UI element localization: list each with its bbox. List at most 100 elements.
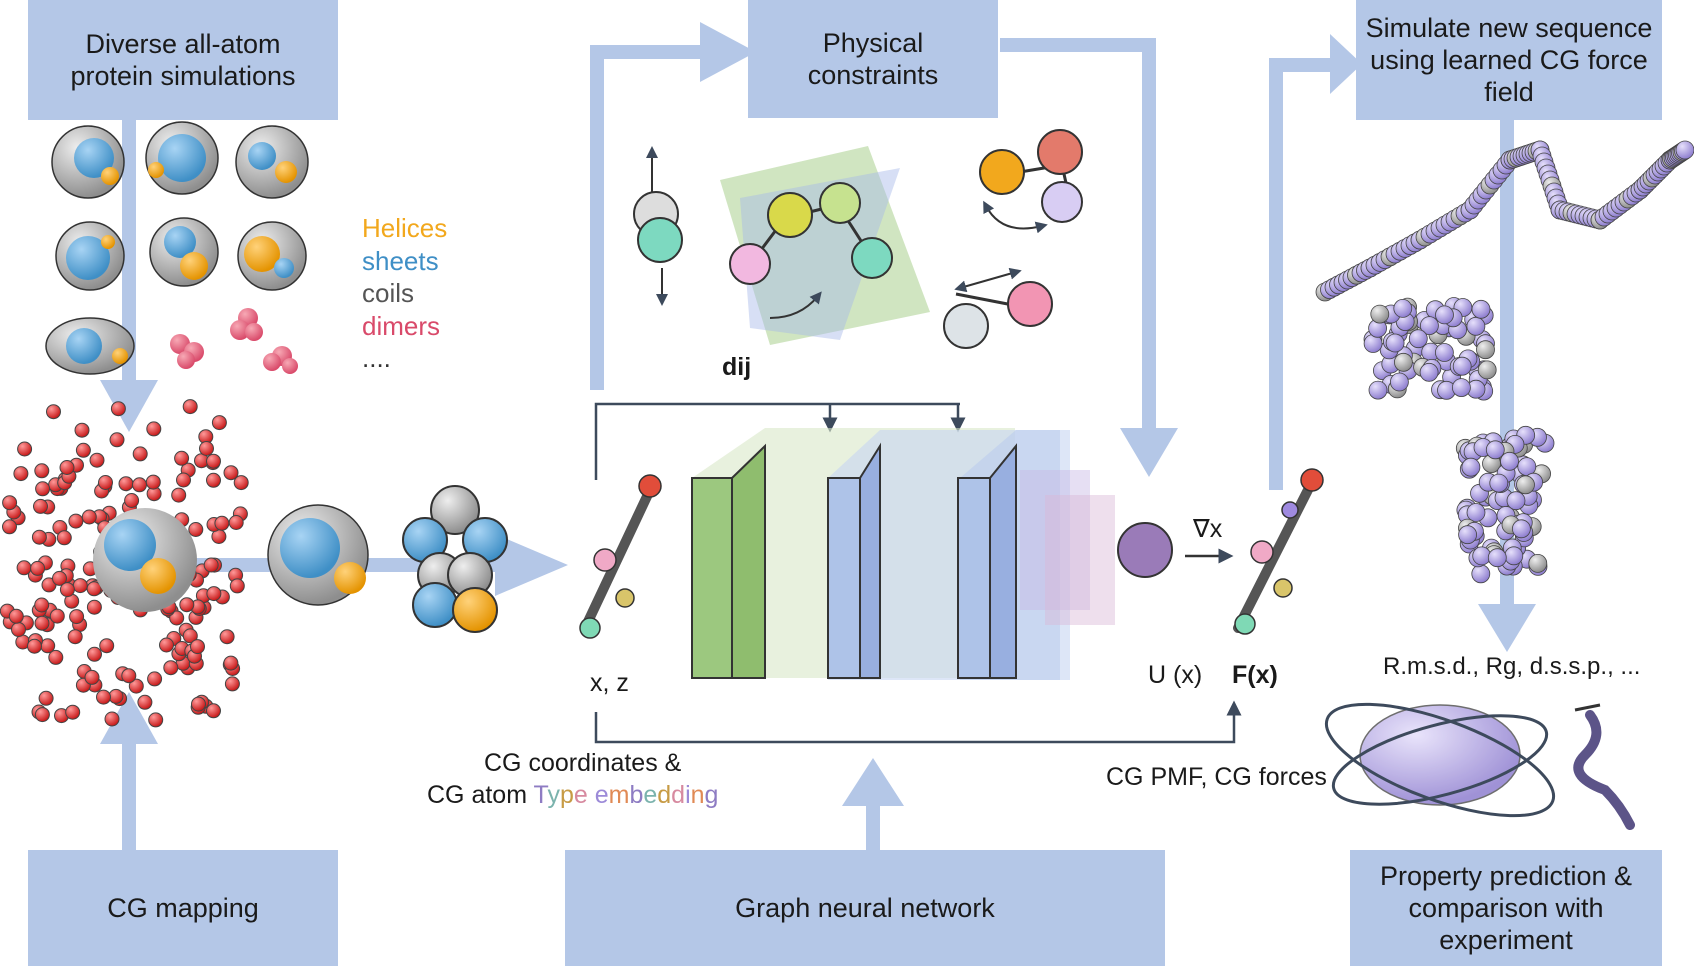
water-molecule	[146, 421, 162, 437]
water-molecule	[132, 477, 147, 493]
water-molecule	[16, 560, 32, 576]
water-molecule	[206, 453, 221, 469]
water-molecule	[86, 599, 102, 615]
cg-coordinates-label: CG coordinates &	[484, 749, 682, 777]
gnn-label: Graph neural network	[735, 893, 995, 923]
protein-bead	[1452, 356, 1472, 376]
water-molecule	[35, 481, 51, 497]
physical-constraints-label: Physical constraints	[807, 28, 939, 90]
water-molecule	[124, 493, 140, 508]
predicted-proteins	[1315, 140, 1694, 584]
water-molecule	[206, 472, 221, 488]
protein-bead	[1471, 299, 1491, 319]
water-molecule	[182, 399, 198, 415]
water-molecule	[182, 628, 198, 644]
water-molecule	[11, 622, 26, 637]
water-molecule	[33, 498, 48, 514]
water-molecule	[223, 465, 239, 481]
protein-bead	[1420, 316, 1439, 336]
water-molecule	[224, 676, 240, 692]
potential-label: U (x)	[1148, 661, 1203, 689]
protein-bead	[1512, 519, 1531, 539]
embedding-letter: n	[690, 781, 705, 809]
water-molecule	[74, 422, 90, 438]
water-molecule	[34, 615, 50, 631]
water-molecule	[214, 515, 230, 531]
water-molecule	[145, 474, 161, 490]
water-molecule	[211, 415, 227, 431]
water-molecule	[188, 522, 204, 537]
solvated-protein	[93, 508, 197, 612]
water-molecule	[147, 671, 163, 687]
protein-allatom	[267, 504, 369, 606]
protein-bead	[1506, 491, 1526, 511]
embedding-letter: i	[685, 781, 691, 809]
water-molecule	[223, 655, 239, 671]
water-molecule	[75, 442, 91, 458]
water-molecule	[48, 649, 64, 665]
water-molecule	[65, 704, 81, 720]
protein-bead	[1390, 372, 1409, 392]
type-letters: Type	[534, 781, 588, 809]
water-molecule	[34, 597, 50, 613]
water-molecule	[52, 570, 67, 586]
water-molecule	[2, 495, 18, 511]
water-molecule	[13, 466, 29, 482]
cg-type-prefix: CG atom	[427, 781, 534, 809]
protein-bead	[1466, 503, 1486, 522]
embedding-letter: T	[533, 781, 548, 809]
water-molecule	[96, 689, 111, 705]
water-molecule	[132, 446, 148, 462]
embedding-letter: y	[547, 781, 560, 809]
protein-bead	[1370, 304, 1390, 324]
protein-bead	[1485, 440, 1505, 460]
embedding-letter: m	[608, 781, 630, 809]
water-molecule	[69, 609, 85, 625]
water-molecule	[31, 529, 47, 545]
water-molecule	[84, 669, 100, 685]
water-molecule	[228, 515, 244, 530]
water-molecule	[118, 476, 134, 492]
water-molecule	[89, 452, 105, 468]
property-label: Property prediction & comparison with ex…	[1379, 861, 1633, 955]
water-molecule	[108, 688, 124, 704]
embedding-letter: e	[643, 781, 658, 809]
water-molecule	[121, 668, 137, 684]
gnn-layers	[594, 402, 1242, 744]
water-molecule	[17, 441, 33, 457]
protein-bead	[1516, 475, 1535, 495]
protein-bead	[1419, 362, 1439, 382]
property-box: Property prediction & comparison with ex…	[1350, 850, 1662, 966]
water-molecule	[163, 660, 179, 676]
water-molecule	[159, 637, 174, 653]
protein-bead	[1487, 548, 1507, 568]
embedding-letters: embedding	[595, 781, 719, 809]
protein-bead	[1500, 451, 1519, 471]
protein-bead	[1476, 340, 1495, 360]
water-molecule	[229, 578, 245, 594]
protein-bead	[1489, 473, 1509, 493]
water-molecule	[99, 638, 115, 654]
solvated-system	[0, 399, 249, 728]
water-molecule	[34, 707, 50, 723]
gnn-box: Graph neural network	[565, 850, 1165, 966]
water-molecule	[46, 404, 61, 420]
water-molecule	[38, 690, 54, 706]
water-molecule	[49, 608, 65, 624]
diverse-simulations-label: Diverse all-atom protein simulations	[70, 29, 296, 91]
protein-bead	[1435, 343, 1454, 362]
protein-bead	[1368, 380, 1388, 400]
embedding-letter: p	[559, 781, 574, 809]
water-molecule	[206, 703, 221, 719]
water-molecule	[87, 646, 102, 662]
water-molecule	[176, 472, 191, 488]
water-molecule	[148, 712, 164, 728]
water-molecule	[206, 586, 222, 602]
simulate-box: Simulate new sequence using learned CG f…	[1356, 0, 1662, 120]
diverse-simulations-box: Diverse all-atom protein simulations	[28, 0, 338, 120]
cg-pmf-label: CG PMF, CG forces	[1106, 763, 1327, 791]
water-molecule	[190, 639, 205, 655]
water-molecule	[203, 557, 219, 573]
protein-bead	[1393, 298, 1413, 318]
protein-bead	[1408, 329, 1428, 349]
